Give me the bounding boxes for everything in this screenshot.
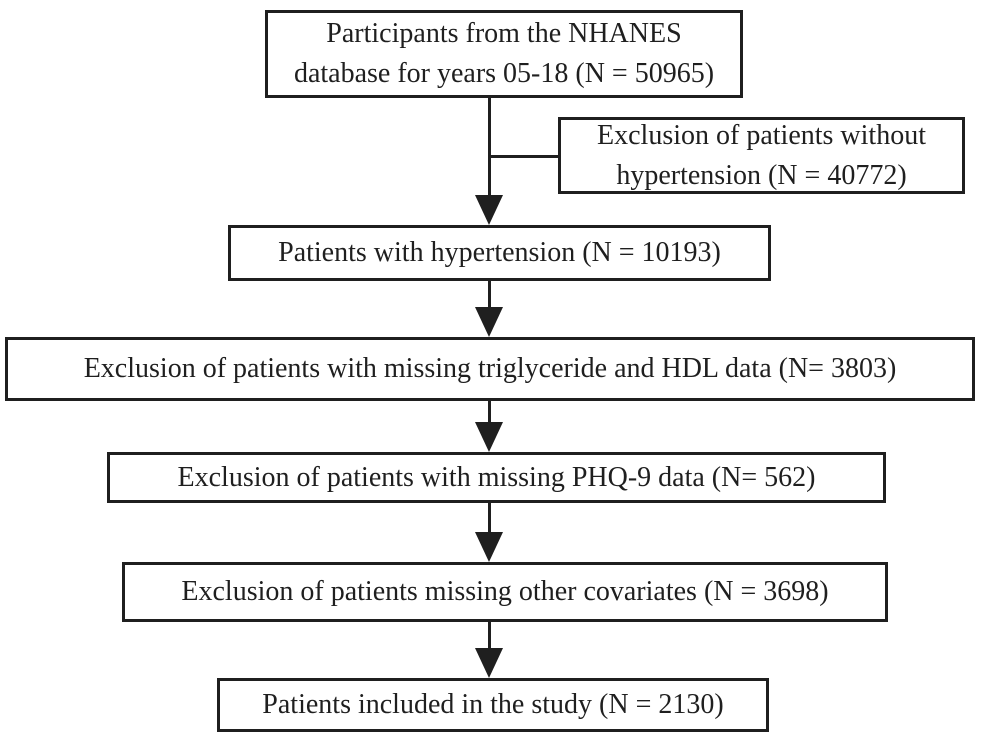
flow-node-exclusion-missing-phq9: Exclusion of patients with missing PHQ-9… [107,452,886,503]
arrowhead-icon [475,648,503,678]
flow-node-nhanes-source: Participants from the NHANES database fo… [265,10,743,98]
node-label: Patients included in the study (N = 2130… [262,689,724,721]
node-label: Patients with hypertension (N = 10193) [278,237,721,269]
arrowhead-icon [475,195,503,225]
node-label: Exclusion of patients with missing PHQ-9… [177,461,816,493]
flow-node-patients-with-hypertension: Patients with hypertension (N = 10193) [228,225,771,281]
connector-line-hypertension-to-tg-hdl [488,281,491,311]
connector-line-tg-hdl-to-phq9 [488,401,491,426]
flow-node-patients-included: Patients included in the study (N = 2130… [217,678,769,732]
node-label: Participants from the NHANES database fo… [293,18,715,89]
arrowhead-icon [475,422,503,452]
arrowhead-icon [475,307,503,337]
flow-node-exclusion-no-hypertension: Exclusion of patients without hypertensi… [558,117,965,194]
connector-line-covariates-to-included [488,622,491,652]
node-label: Exclusion of patients missing other cova… [181,576,829,608]
connector-line-phq9-to-covariates [488,503,491,536]
node-label: Exclusion of patients without hypertensi… [597,119,926,191]
node-label: Exclusion of patients with missing trigl… [83,353,897,385]
flow-node-exclusion-missing-triglyceride-hdl: Exclusion of patients with missing trigl… [5,337,975,401]
flow-node-exclusion-missing-covariates: Exclusion of patients missing other cova… [122,562,888,622]
connector-line-source-to-hypertension [488,98,491,199]
arrowhead-icon [475,532,503,562]
connector-branch-to-exclusion [488,155,558,158]
